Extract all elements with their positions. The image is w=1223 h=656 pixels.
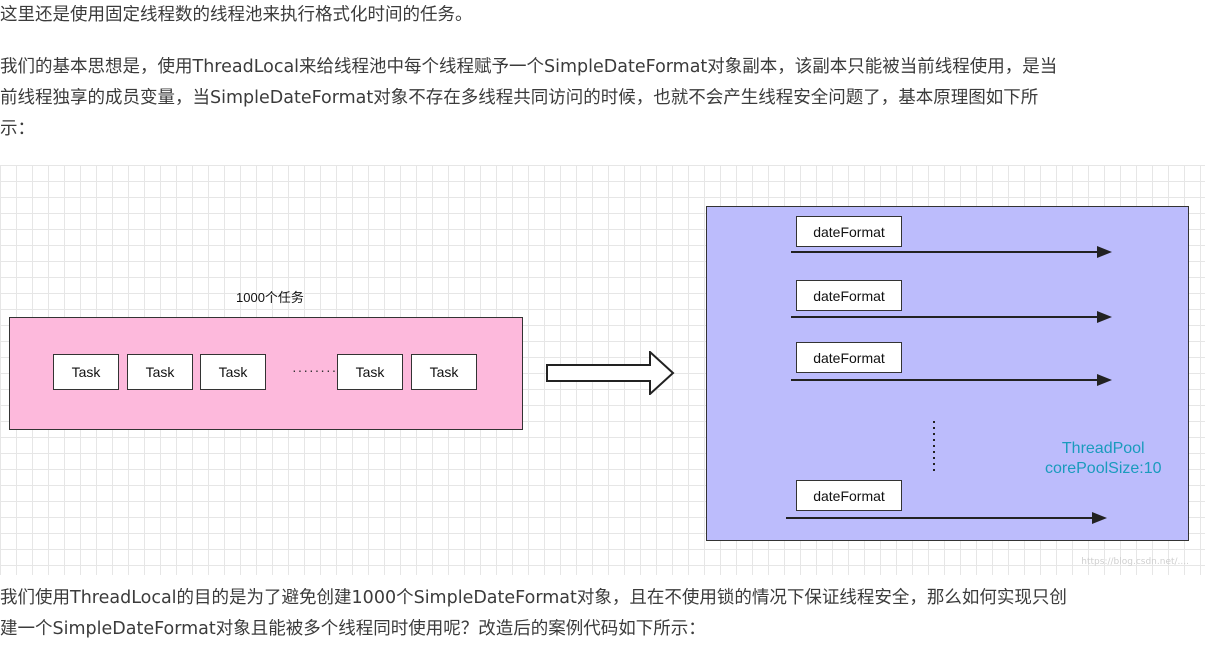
intro-line: 这里还是使用固定线程数的线程池来执行格式化时间的任务。: [0, 5, 473, 25]
big-right-arrow-icon: [546, 351, 675, 395]
task-ellipsis: ·········: [292, 362, 343, 378]
task-box: Task: [411, 354, 477, 390]
thread-arrow-icon: [791, 246, 1112, 258]
task-queue-box: Task Task Task ········· Task Task: [9, 317, 523, 430]
task-box: Task: [337, 354, 403, 390]
thread-arrow-icon: [791, 311, 1112, 323]
tasks-caption: 1000个任务: [236, 290, 304, 305]
goal-paragraph: 我们使用ThreadLocal的目的是为了避免创建1000个SimpleDate…: [0, 583, 1067, 645]
thread-pool-name: ThreadPool: [1061, 440, 1145, 457]
task-box: Task: [127, 354, 193, 390]
idea-line-2: 前线程独享的成员变量，当SimpleDateFormat对象不存在多线程共同访问…: [0, 88, 1039, 108]
intro-paragraph: 这里还是使用固定线程数的线程池来执行格式化时间的任务。: [0, 0, 473, 31]
thread-arrow-icon: [791, 374, 1112, 386]
thread-pool-box: dateFormat dateFormat dateFormat ThreadP…: [706, 206, 1189, 541]
date-format-label: dateFormat: [796, 480, 902, 511]
task-box: Task: [53, 354, 119, 390]
core-pool-size: corePoolSize:10: [1045, 460, 1162, 477]
goal-line-1: 我们使用ThreadLocal的目的是为了避免创建1000个SimpleDate…: [0, 588, 1067, 608]
idea-line-3: 示：: [0, 119, 35, 139]
thread-pool-label: ThreadPool corePoolSize:10: [1045, 439, 1162, 479]
task-box: Task: [200, 354, 266, 390]
date-format-label: dateFormat: [796, 342, 902, 373]
date-format-label: dateFormat: [796, 216, 902, 247]
vertical-ellipsis-icon: [933, 421, 935, 475]
date-format-label: dateFormat: [796, 280, 902, 311]
watermark: https://blog.csdn.net/....: [1081, 557, 1189, 567]
idea-paragraph: 我们的基本思想是，使用ThreadLocal来给线程池中每个线程赋予一个Simp…: [0, 52, 1057, 145]
idea-line-1: 我们的基本思想是，使用ThreadLocal来给线程池中每个线程赋予一个Simp…: [0, 57, 1058, 77]
goal-line-2: 建一个SimpleDateFormat对象且能被多个线程同时使用呢？改造后的案例…: [0, 619, 706, 639]
thread-arrow-icon: [786, 512, 1107, 524]
threadlocal-diagram: 1000个任务 Task Task Task ········· Task Ta…: [0, 165, 1205, 575]
